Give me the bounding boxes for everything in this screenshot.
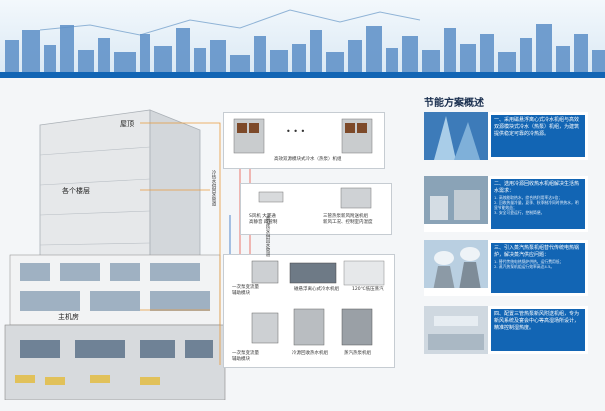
solution-card-1: 一、采用磁悬浮离心式冷水机组与高效双源模块式冷水（热泵）机组，为建筑提供稳定可靠… <box>424 112 588 160</box>
fan-coil-label: S风机 大厦通 高静音 四管制 <box>249 214 278 225</box>
three-pipe-label: 三管热泵新风附送机组 新风工况、控制室内湿度 <box>323 214 373 225</box>
skyline-graphic <box>0 0 605 78</box>
panel-title: 节能方案概述 <box>424 98 484 109</box>
solution-card-4: 四、配置三管热泵新风附送机组，专为新风系统及宴会中心等高湿场所设计，精准控制湿热… <box>424 306 588 354</box>
cooling-towers-image <box>424 240 488 288</box>
main-room-label: 主机房 <box>58 313 79 321</box>
equipment-room-box: 一次泵变流量 辅助模块 磁悬浮离心式冷水机组 120℃低压蒸汽 一次泵变流量 辅… <box>223 254 395 368</box>
primary-pump-label-1: 一次泵变流量 辅助模块 <box>232 285 259 296</box>
roof-label: 屋顶 <box>120 120 134 128</box>
card-2-text-block: 二、选用冷源回收热水机组解决生活热水需求： 1. 高效能取热水，综合热利用率达5… <box>491 179 585 229</box>
card-4-text: 四、配置三管热泵新风附送机组，专为新风系统及宴会中心等高湿场所设计，精准控制湿热… <box>491 309 585 351</box>
card-1-text: 一、采用磁悬浮离心式冷水机组与高效双源模块式冷水（热泵）机组，为建筑提供稳定可靠… <box>491 115 585 157</box>
solution-card-3: 三、引入蒸汽热泵机组替代传统电热锅炉，解决蒸汽供应问题： 1. 替代传统电热锅炉… <box>424 240 588 296</box>
pump-room-image <box>424 176 488 224</box>
solution-card-2: 二、选用冷源回收热水机组解决生活热水需求： 1. 高效能取热水，综合热利用率达5… <box>424 176 588 232</box>
steam-label: 120℃低压蒸汽 <box>352 287 384 292</box>
card-3-text: 三、引入蒸汽热泵机组替代传统电热锅炉，解决蒸汽供应问题： <box>494 245 580 258</box>
banquet-hall-image <box>424 306 488 354</box>
heat-pump-label: 冷源回收热水机组 <box>292 351 328 356</box>
skyscraper-image <box>424 112 488 160</box>
card-3-text-block: 三、引入蒸汽热泵机组替代传统电热锅炉，解决蒸汽供应问题： 1. 替代传统电热锅炉… <box>491 243 585 293</box>
modular-unit-icon <box>233 118 373 154</box>
equipment-room-icon <box>251 260 385 346</box>
card-2-text: 二、选用冷源回收热水机组解决生活热水需求： <box>494 181 580 194</box>
building-cutaway-illustration <box>4 109 226 400</box>
floors-label: 各个楼层 <box>62 187 90 195</box>
terminal-units-icon <box>258 187 372 209</box>
top-unit-box: • • • 高效双源模块式冷水（热泵）机组 <box>223 112 385 169</box>
header-banner <box>0 0 605 78</box>
mid-vertical-pipe-label: 高温热水供回水管道 <box>265 216 270 257</box>
top-unit-label: 高效双源模块式冷水（热泵）机组 <box>274 157 342 162</box>
left-vertical-pipe-label: 冷热水供回水管道 <box>211 170 216 206</box>
card-3-subtext: 1. 替代传统电热锅炉供热，运行费用低； 2. 蒸汽热泵机组运行效率高达4.5。 <box>494 259 564 269</box>
card-2-subtext: 1. 高效能取热水，综合热利用率达5倍； 2. 回收热量冷量，夏季、秋季制冷同时… <box>494 195 579 215</box>
unit-dots: • • • <box>286 127 306 136</box>
chiller-label: 磁悬浮离心式冷水机组 <box>294 287 339 292</box>
primary-pump-label-2: 一次泵变流量 辅助模块 <box>232 351 259 362</box>
terminal-units-box: S风机 大厦通 高静音 四管制 三管热泵新风附送机组 新风工况、控制室内湿度 <box>240 183 392 235</box>
steam-gen-label: 蒸汽热泵机组 <box>344 351 371 356</box>
